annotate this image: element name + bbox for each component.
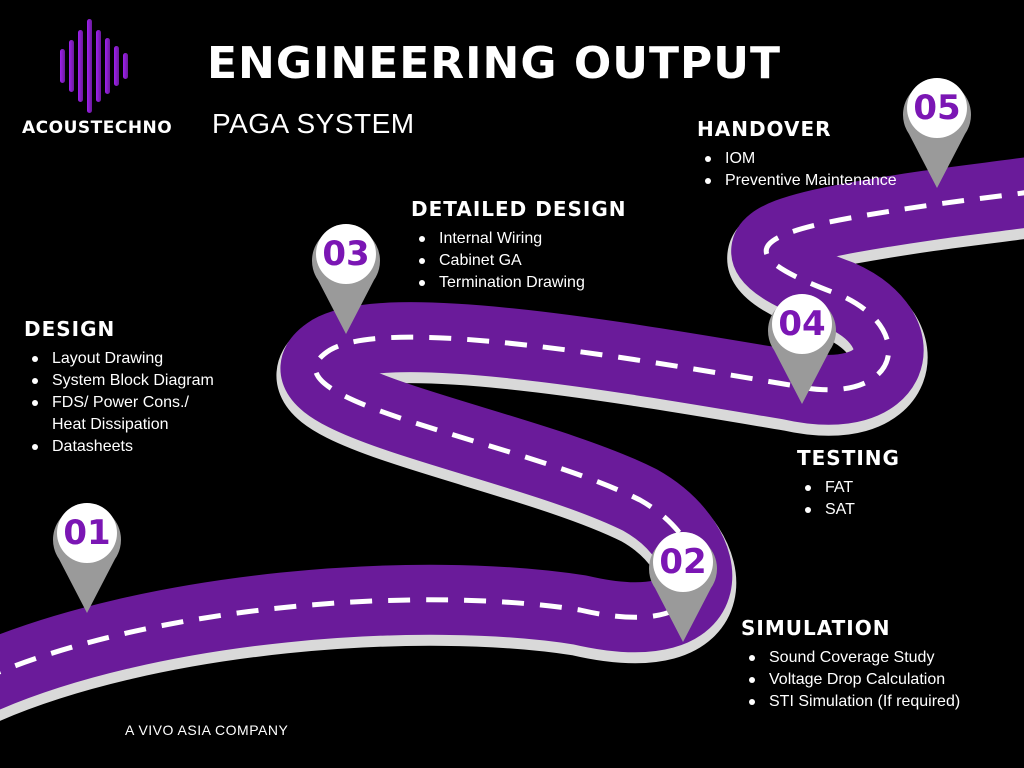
stage-item-list: Internal Wiring Cabinet GA Termination D… [411,228,671,294]
list-item: Layout Drawing [32,348,224,370]
list-item: Termination Drawing [419,272,671,294]
sound-wave-bar [87,19,92,113]
list-item: Datasheets [32,436,224,458]
stage-simulation: SIMULATION Sound Coverage Study Voltage … [741,615,1011,713]
sound-wave-bar [105,38,110,94]
map-pin-icon [53,503,122,613]
milestone-number: 04 [778,304,826,344]
sound-wave-bar [69,40,74,92]
stage-item-list: Layout Drawing System Block Diagram FDS/… [24,348,224,458]
page-title: ENGINEERING OUTPUT [207,38,781,89]
stage-title: DETAILED DESIGN [411,197,627,221]
stage-item-list: IOM Preventive Maintenance [697,148,937,192]
stage-detailed-design: DETAILED DESIGN Internal Wiring Cabinet … [411,196,671,294]
stage-title: SIMULATION [741,616,891,640]
stage-design: DESIGN Layout Drawing System Block Diagr… [24,316,224,458]
list-item: Voltage Drop Calculation [749,669,1011,691]
map-pin-icon [768,294,836,404]
road-center-dashes [0,190,1024,675]
milestone-pin-04: 04 [762,284,842,406]
milestone-number: 01 [63,513,111,553]
page-subtitle: PAGA SYSTEM [212,108,415,139]
stage-item-list: FAT SAT [797,477,957,521]
milestone-number: 02 [659,542,707,582]
sound-wave-bar [114,46,119,86]
road [0,157,1024,721]
stage-handover: HANDOVER IOM Preventive Maintenance [697,116,937,192]
list-item: STI Simulation (If required) [749,691,1011,713]
list-item: FAT [805,477,957,499]
sound-wave-icon [60,19,128,113]
stage-title: HANDOVER [697,117,832,141]
milestone-pin-03: 03 [306,214,386,336]
list-item: FDS/ Power Cons./ Heat Dissipation [32,392,224,436]
list-item: Internal Wiring [419,228,671,250]
list-item: Preventive Maintenance [705,170,937,192]
brand-name: ACOUSTECHNO [22,118,173,138]
sound-wave-bar [123,53,128,79]
sound-wave-bar [60,49,65,83]
stage-item-list: Sound Coverage Study Voltage Drop Calcul… [741,647,1011,713]
list-item: Cabinet GA [419,250,671,272]
list-item: SAT [805,499,957,521]
sound-wave-bar [96,30,101,102]
milestone-pin-01: 01 [47,493,127,615]
milestone-pin-02: 02 [643,522,723,644]
list-item: Sound Coverage Study [749,647,1011,669]
map-pin-icon [903,78,971,188]
sound-wave-bar [78,30,83,102]
map-pin-icon [649,532,717,642]
list-item: System Block Diagram [32,370,224,392]
milestone-pin-05: 05 [897,68,977,190]
company-tagline: A VIVO ASIA COMPANY [125,722,289,738]
milestone-number: 03 [322,234,370,274]
stage-title: DESIGN [24,317,116,341]
list-item: IOM [705,148,937,170]
milestone-number: 05 [913,88,961,128]
stage-title: TESTING [797,446,900,470]
map-pin-icon [312,224,380,334]
stage-testing: TESTING FAT SAT [797,445,957,521]
